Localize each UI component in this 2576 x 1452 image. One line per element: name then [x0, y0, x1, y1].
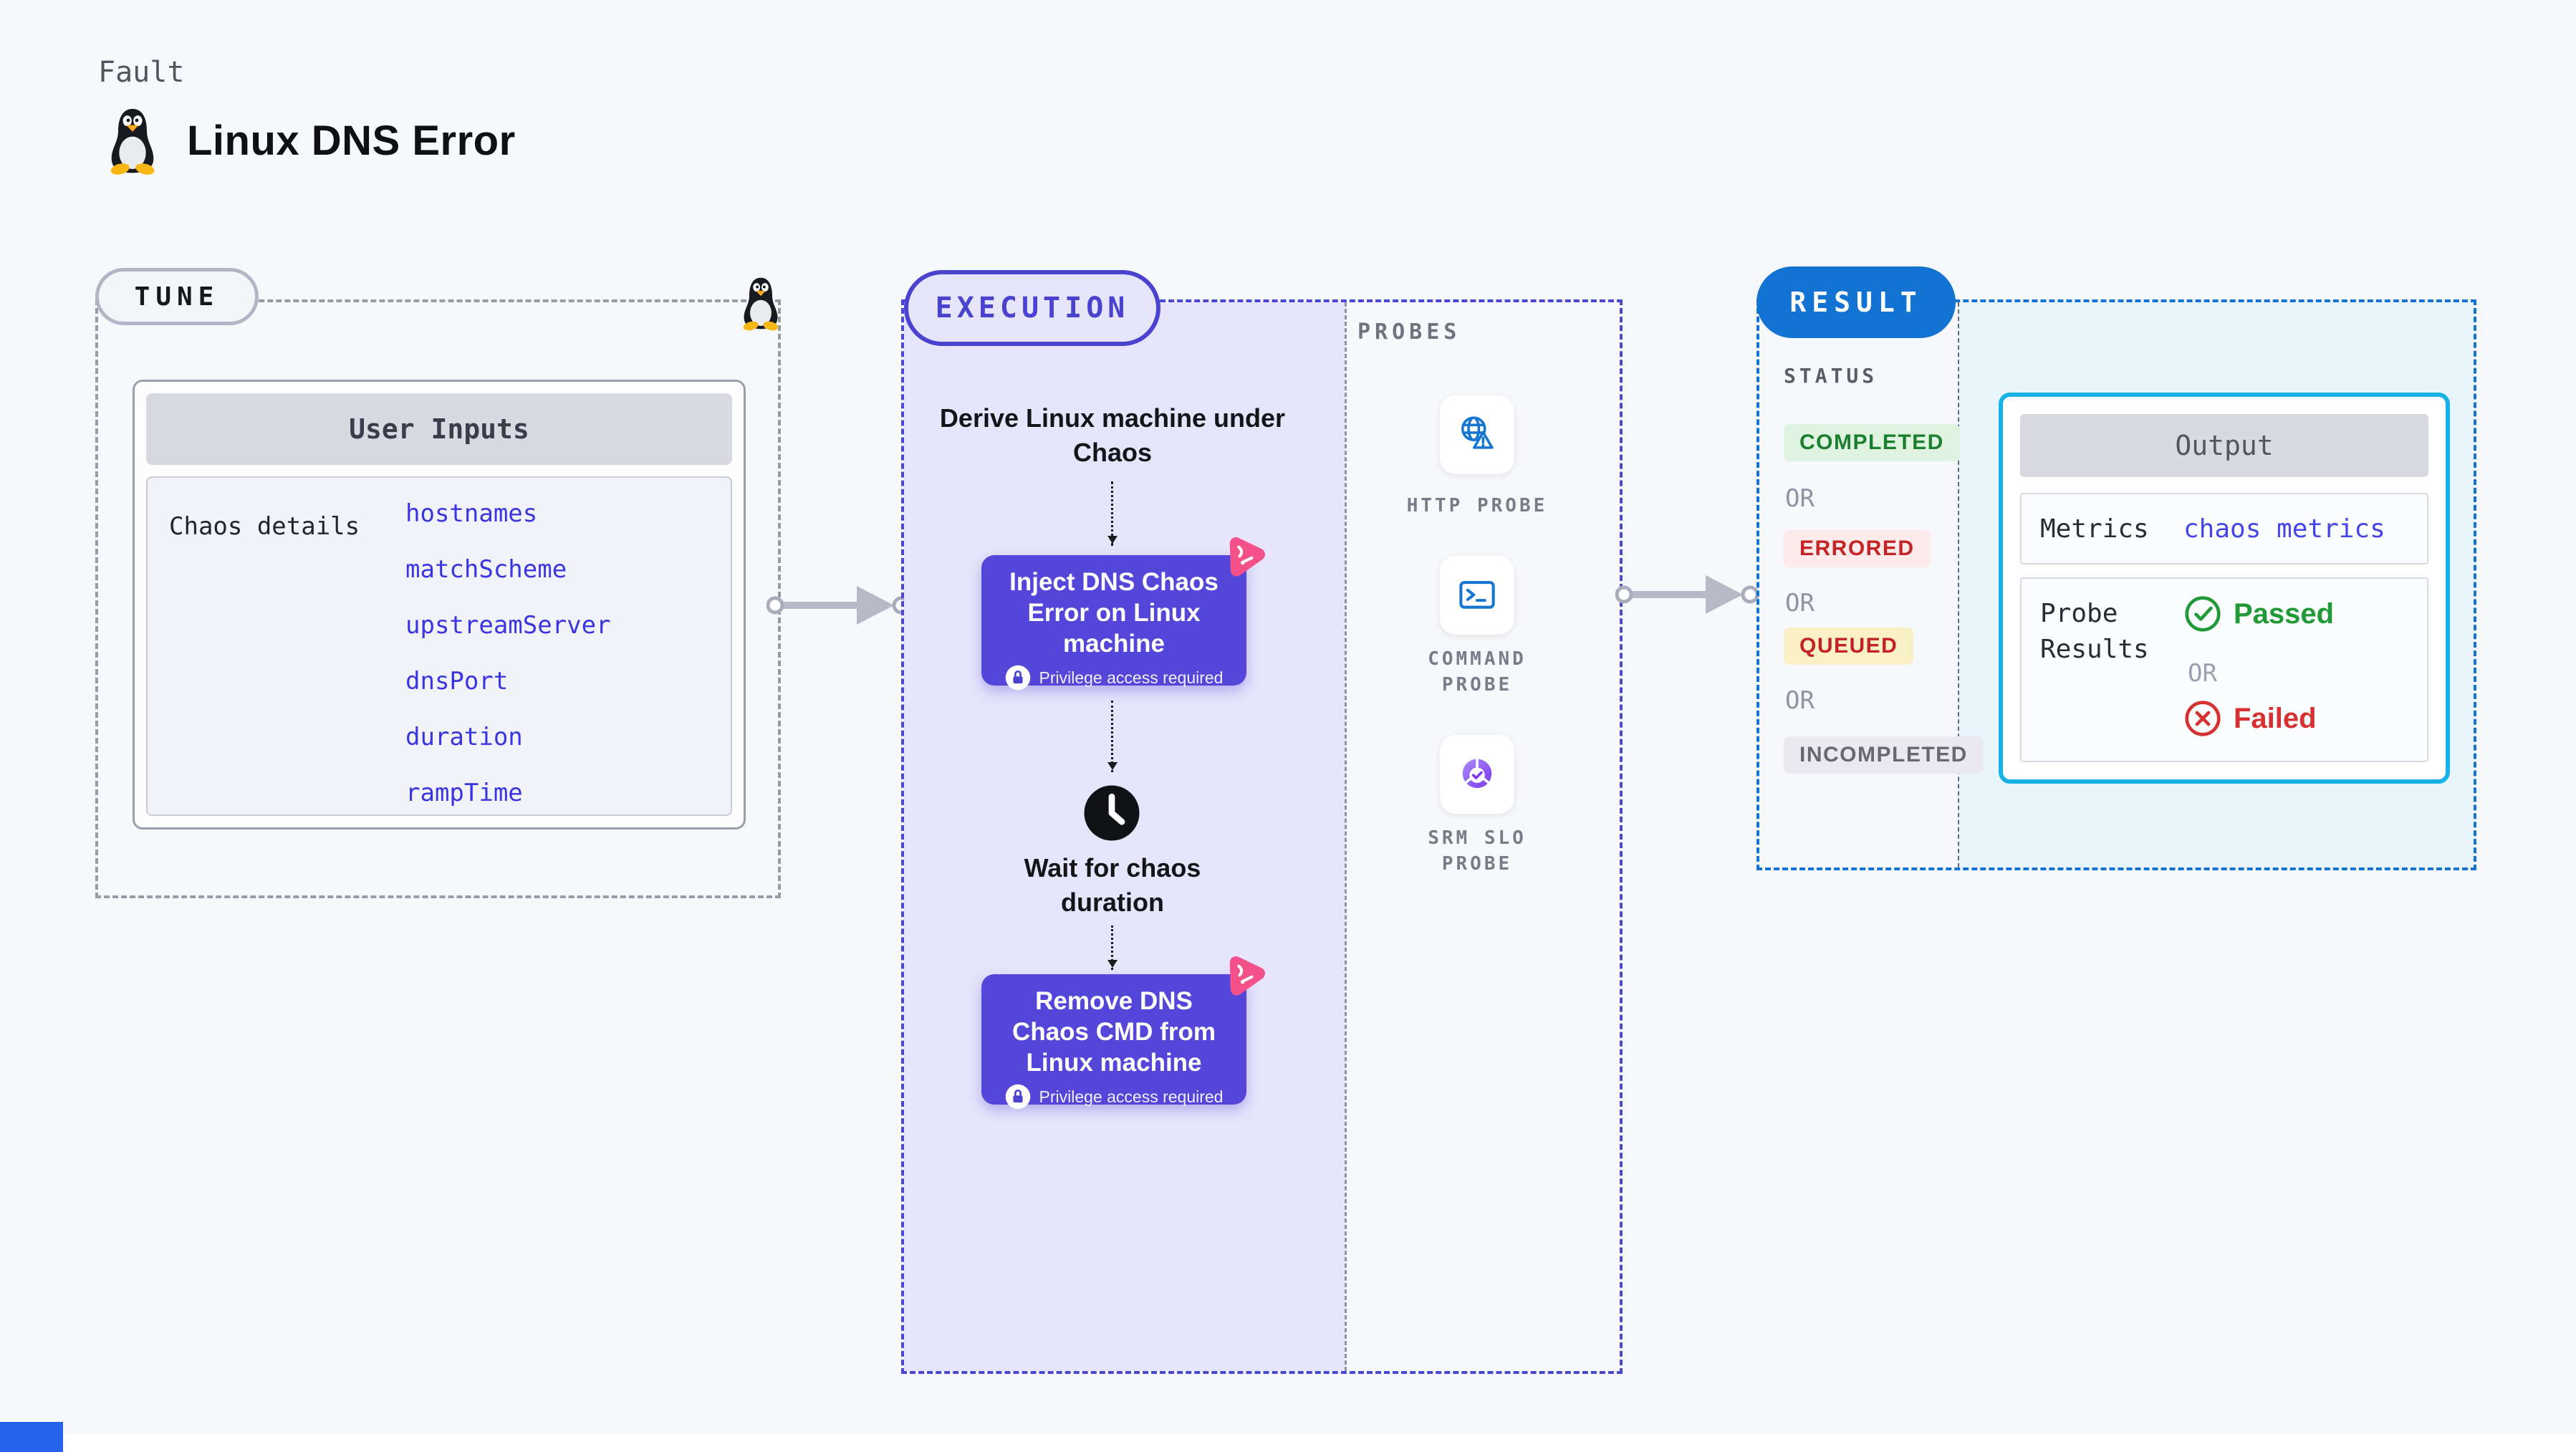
param-ramptime: rampTime: [405, 779, 523, 807]
status-chip-completed: COMPLETED: [1784, 424, 1960, 461]
status-chip-errored: ERRORED: [1784, 530, 1931, 567]
wait-step-text: Wait for chaos duration: [1024, 853, 1201, 917]
srm-slo-probe-card: [1440, 735, 1514, 814]
param-duration: duration: [405, 723, 523, 751]
page-title-row: Linux DNS Error: [104, 106, 516, 175]
litmus-chaos-icon: [1229, 537, 1265, 577]
user-inputs-header: User Inputs: [146, 393, 732, 465]
param-hostnames: hostnames: [405, 499, 538, 528]
tune-badge: TUNE: [95, 268, 259, 325]
x-circle-icon: [2185, 701, 2221, 736]
probe-results-label: Probe Results: [2040, 599, 2149, 664]
metrics-label: Metrics: [2040, 514, 2149, 544]
status-label: STATUS: [1784, 364, 1878, 388]
chaos-details-label: Chaos details: [169, 512, 360, 541]
passed-result: Passed: [2183, 595, 2334, 633]
user-inputs-card: User Inputs Chaos details hostnames matc…: [133, 380, 746, 830]
status-chip-incompleted: INCOMPLETED: [1784, 736, 1984, 774]
inject-node-label: Inject DNS Chaos Error on Linux machine: [1009, 568, 1219, 658]
privilege-note: Privilege access required: [1039, 668, 1224, 687]
srm-slo-probe-label: SRM SLO PROBE: [1428, 827, 1527, 875]
check-circle-icon: [2185, 596, 2221, 632]
chaos-params-list: hostnames matchScheme upstreamServer dns…: [405, 499, 611, 807]
remove-chaos-node: Remove DNS Chaos CMD from Linux machine …: [981, 956, 1265, 1110]
param-dnsport: dnsPort: [405, 667, 509, 696]
or-separator: OR: [1785, 589, 1815, 617]
flow-connector-1: [1107, 481, 1118, 546]
param-matchscheme: matchScheme: [405, 555, 567, 584]
tux-penguin-icon: [110, 109, 155, 175]
globe-warning-icon: [1461, 416, 1494, 449]
passed-text: Passed: [2234, 597, 2335, 630]
lock-icon: [1005, 665, 1030, 691]
metrics-row: Metrics chaos metrics: [2020, 493, 2428, 564]
result-badge: RESULT: [1756, 266, 1956, 338]
tune-to-execution-arrow: [766, 586, 910, 625]
wait-clock-icon: [1082, 783, 1142, 843]
inject-chaos-node: Inject DNS Chaos Error on Linux machine …: [981, 537, 1265, 691]
failed-result: Failed: [2183, 699, 2317, 738]
tux-penguin-small-icon: [743, 277, 779, 331]
command-probe-card: [1440, 556, 1514, 635]
privilege-row: Privilege access required: [981, 1084, 1246, 1110]
derive-step-text: Derive Linux machine under Chaos: [939, 403, 1286, 467]
param-upstreamserver: upstreamServer: [405, 611, 611, 640]
lock-icon: [1005, 1084, 1030, 1110]
probe-results-row: Probe Results Passed OR Failed: [2020, 577, 2428, 762]
flow-connector-3: [1107, 925, 1118, 970]
status-chip-queued: QUEUED: [1784, 628, 1914, 665]
execution-badge: EXECUTION: [904, 270, 1160, 346]
output-header: Output: [2020, 414, 2428, 477]
command-probe-label: COMMAND PROBE: [1428, 648, 1527, 696]
privilege-note: Privilege access required: [1039, 1087, 1224, 1106]
terminal-icon: [1459, 581, 1495, 609]
http-probe-label: HTTP PROBE: [1406, 495, 1548, 516]
footer-accent-block: [0, 1422, 63, 1452]
privilege-row: Privilege access required: [981, 665, 1246, 691]
litmus-chaos-icon: [1229, 956, 1265, 996]
page-title: Linux DNS Error: [187, 117, 516, 164]
slo-donut-icon: [1462, 757, 1492, 789]
failed-text: Failed: [2234, 702, 2317, 734]
fault-kicker: Fault: [98, 56, 185, 89]
user-inputs-panel: Chaos details hostnames matchScheme upst…: [146, 476, 732, 816]
flow-connector-2: [1107, 701, 1118, 772]
probes-section-label: PROBES: [1357, 319, 1461, 345]
remove-node-label: Remove DNS Chaos CMD from Linux machine: [1012, 987, 1216, 1077]
or-separator: OR: [2188, 659, 2217, 688]
or-separator: OR: [1785, 484, 1815, 513]
footer-strip: [0, 1435, 2576, 1452]
output-card: Output Metrics chaos metrics Probe Resul…: [1999, 393, 2450, 784]
http-probe-card: [1440, 395, 1514, 474]
metrics-value: chaos metrics: [2183, 514, 2385, 544]
probes-region: [1345, 302, 1620, 1371]
or-separator: OR: [1785, 686, 1815, 715]
execution-to-result-arrow: [1615, 575, 1759, 614]
